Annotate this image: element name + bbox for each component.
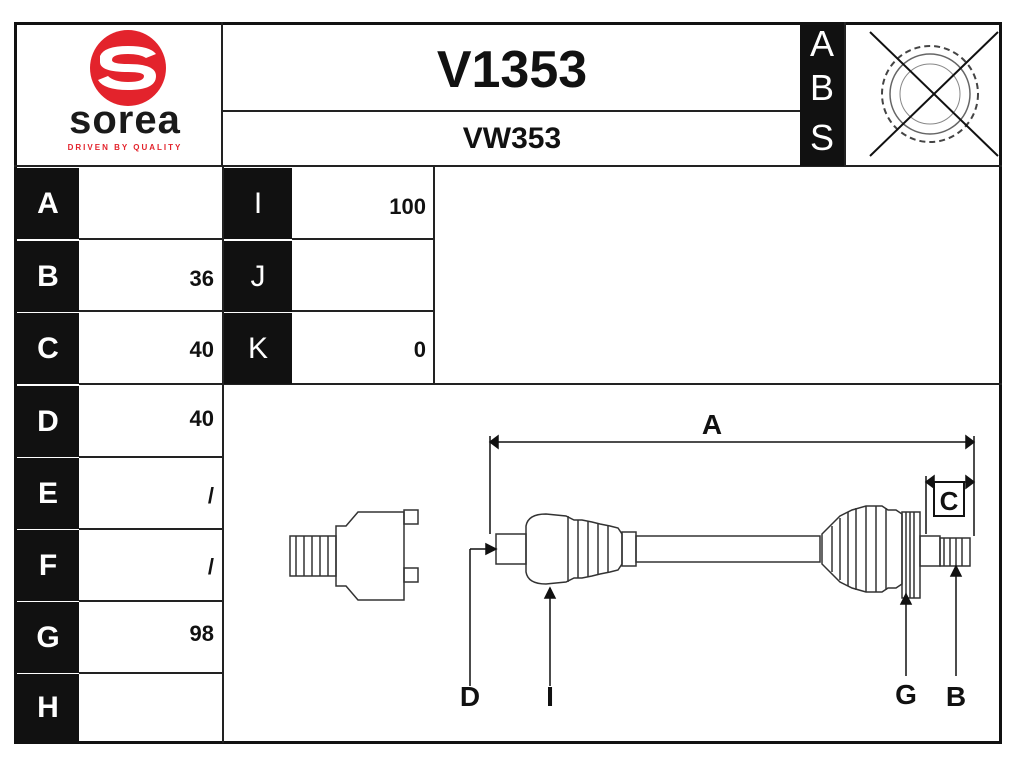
spec-value-e: / [207,483,214,508]
spec-label-e: E [17,458,79,529]
spec-value-g: 98 [189,621,214,646]
spec-value-d: 40 [189,406,214,431]
brand-logo [40,30,210,160]
abs-letter-a: A [809,23,834,64]
oem-reference: VW353 [462,122,562,155]
spec-label-d: D [17,386,79,457]
spec-label-k: K [224,313,292,384]
dim-label-a: A [702,409,722,440]
spec-label-b: B [17,241,79,312]
spec-value-f: / [207,554,214,579]
spec-value-b: 36 [189,266,214,291]
part-number: V1353 [436,41,588,99]
abs-letter-s: S [809,117,834,158]
spec-label-j: J [224,241,292,312]
abs-label: A B S [800,22,844,166]
driveshaft-diagram: A C D I G B [226,386,1000,740]
spec-label-h: H [17,674,79,741]
spec-label-f: F [17,530,79,601]
dim-label-c: C [940,486,959,516]
dim-label-d: D [460,681,480,712]
dim-label-g: G [895,679,917,710]
spec-label-c: C [17,313,79,384]
abs-ring-crossed-icon [860,28,1000,160]
spec-value-k: 0 [413,337,426,362]
spec-label-g: G [17,602,79,673]
spec-value-i: 100 [389,194,426,219]
spec-value-c: 40 [189,337,214,362]
brand-name: sorea [69,98,181,142]
dim-label-i: I [546,681,554,712]
abs-letter-b: B [809,67,834,108]
sorea-logo-icon [90,30,166,106]
spec-label-i: I [224,168,292,239]
spec-label-a: A [17,168,79,239]
dim-label-b: B [946,681,966,712]
brand-tagline: DRIVEN BY QUALITY [67,143,183,152]
